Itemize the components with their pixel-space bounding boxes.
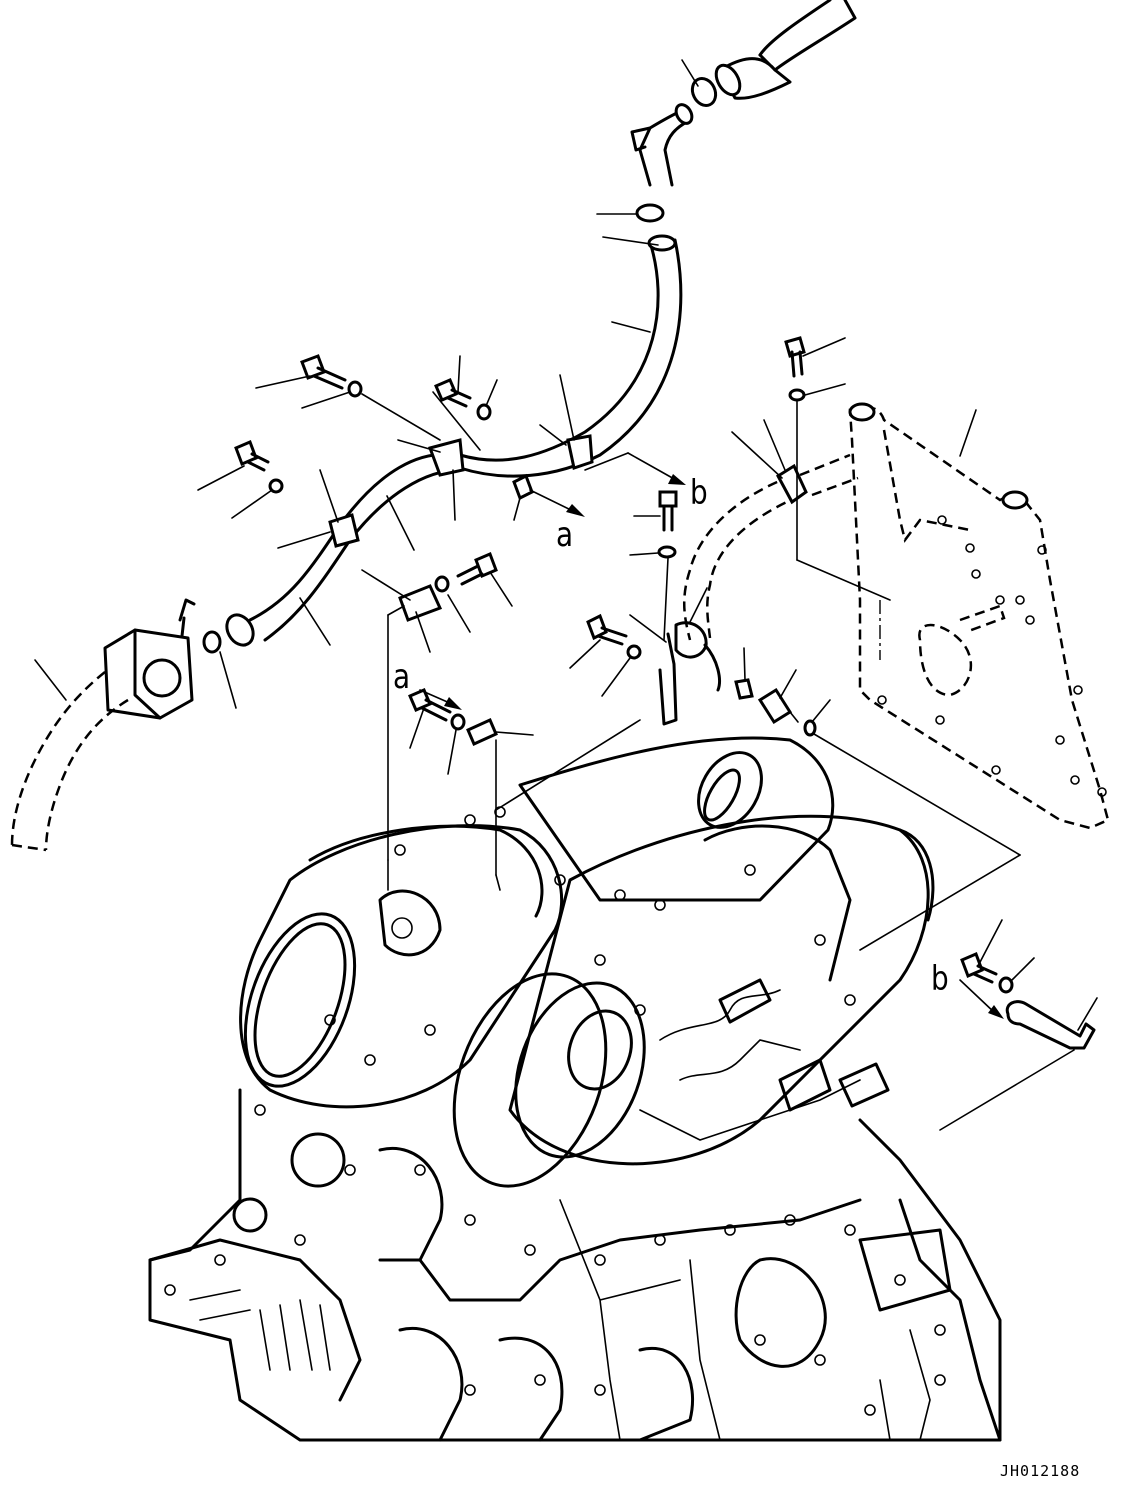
bracket-upper (361, 569, 443, 861)
fitting (757, 669, 799, 725)
right-hose (682, 419, 859, 641)
hose-clamp-top (681, 59, 718, 108)
bolt-1 (255, 354, 347, 390)
document-id: JH012188 (1000, 1462, 1081, 1480)
washer-5 (447, 713, 466, 775)
clamp-ring (596, 203, 665, 223)
arrow-a-lower (419, 689, 462, 710)
callout-a-lower: a (393, 657, 411, 697)
frame-right (848, 402, 1110, 830)
plate-lower (466, 718, 534, 876)
bolt-9 (960, 919, 1003, 984)
o-ring (803, 699, 1021, 856)
bolt-7 (633, 490, 678, 532)
arrow-b-upper (584, 452, 686, 485)
callout-b-upper: b (690, 473, 708, 513)
bracket-right (629, 587, 721, 726)
washer-1 (301, 380, 441, 441)
main-hose (458, 234, 683, 478)
washer-4 (434, 575, 471, 633)
washer-8 (629, 545, 677, 641)
intake-pipe-left (10, 598, 196, 852)
bolt-3 (197, 440, 270, 491)
washer-3 (231, 478, 284, 519)
washer-7 (788, 383, 891, 601)
callout-b-lower: b (931, 959, 949, 999)
lower-hose (225, 438, 465, 647)
bracket-b (939, 979, 1098, 1131)
engine-assembly (148, 719, 1021, 1442)
elbow-pipe (630, 103, 694, 187)
washer-2 (432, 379, 498, 451)
washer-6 (202, 630, 237, 709)
bolt-4 (456, 552, 513, 607)
grommet (512, 473, 585, 521)
callout-a-upper: a (556, 515, 574, 555)
bolt-6 (784, 336, 846, 378)
bolt-8 (569, 613, 628, 669)
washer-10 (998, 957, 1035, 994)
bolt-2 (434, 355, 472, 408)
washer-9 (601, 644, 642, 697)
bolt-5 (408, 688, 452, 749)
nut-small (734, 647, 754, 700)
upper-hose-end (714, 0, 857, 100)
